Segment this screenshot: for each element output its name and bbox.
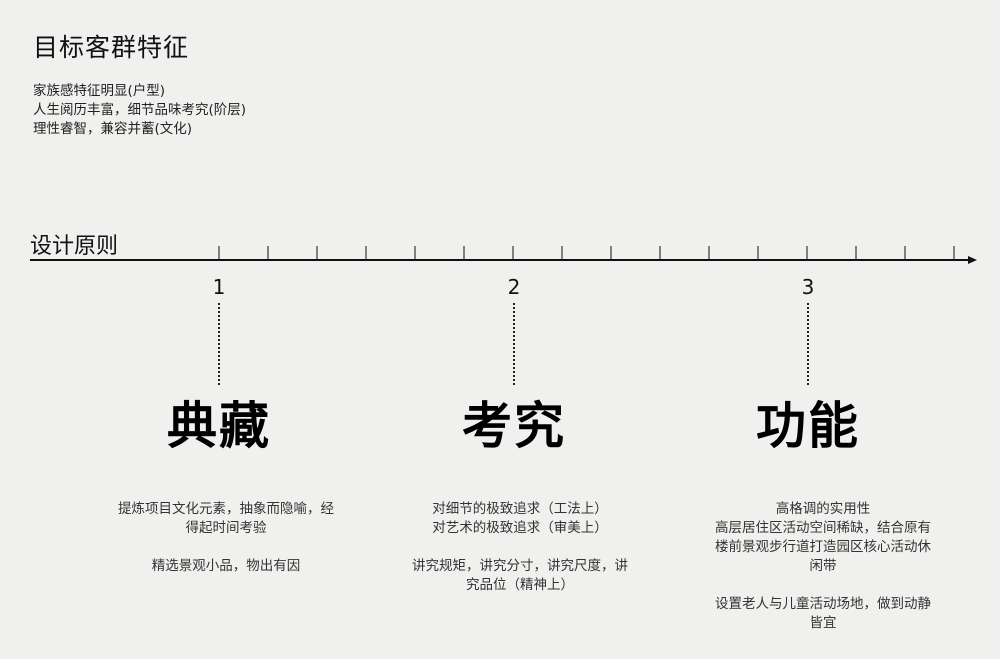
principle-paragraph: 对细节的极致追求（工法上） 对艺术的极致追求（审美上） [432, 501, 608, 536]
timeline-ticks [218, 246, 955, 260]
principle-paragraph: 提炼项目文化元素，抽象而隐喻，经得起时间考验 [118, 501, 334, 536]
target-group-features: 家族感特征明显(户型) 人生阅历丰富，细节品味考究(阶层) 理性睿智，兼容并蓄(… [33, 82, 246, 139]
feature-line: 人生阅历丰富，细节品味考究(阶层) [33, 102, 247, 118]
principle-number-2: 2 [507, 275, 521, 299]
dotted-connector-1 [218, 303, 220, 385]
principle-paragraph: 高格调的实用性 高层居住区活动空间稀缺，结合原有楼前景观步行道打造园区核心活动休… [715, 501, 931, 574]
principle-heading-2: 考究 [462, 397, 566, 455]
principle-paragraph: 设置老人与儿童活动场地，做到动静皆宜 [715, 596, 931, 631]
timeline-axis [30, 246, 977, 264]
page-title: 目标客群特征 [33, 33, 190, 62]
principle-paragraph: 精选景观小品，物出有因 [151, 558, 301, 574]
principle-number-1: 1 [212, 275, 226, 299]
principle-description-3: 高格调的实用性 高层居住区活动空间稀缺，结合原有楼前景观步行道打造园区核心活动休… [713, 500, 933, 652]
timeline-arrowhead [968, 256, 977, 264]
principle-heading-1: 典藏 [167, 397, 271, 455]
principle-heading-3: 功能 [756, 397, 860, 455]
principle-paragraph: 讲究规矩，讲究分寸，讲究尺度，讲究品位（精神上） [412, 558, 628, 593]
principle-number-3: 3 [801, 275, 815, 299]
feature-line: 家族感特征明显(户型) [33, 83, 166, 99]
principle-description-2: 对细节的极致追求（工法上） 对艺术的极致追求（审美上） 讲究规矩，讲究分寸，讲究… [412, 500, 628, 614]
dotted-connector-3 [807, 303, 809, 385]
feature-line: 理性睿智，兼容并蓄(文化) [33, 121, 193, 137]
dotted-connector-2 [513, 303, 515, 385]
principle-description-1: 提炼项目文化元素，抽象而隐喻，经得起时间考验 精选景观小品，物出有因 [116, 500, 336, 595]
design-principles-label: 设计原则 [30, 234, 119, 259]
